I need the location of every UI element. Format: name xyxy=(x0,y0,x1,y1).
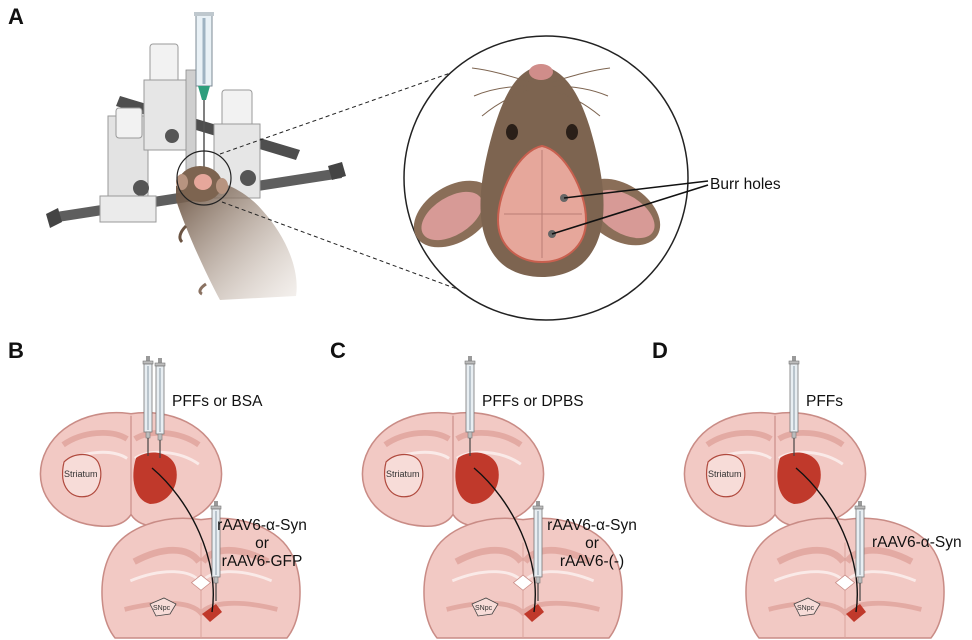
bottom-injection-line1-c: rAAV6-α-Syn xyxy=(547,517,637,534)
burr-holes-label: Burr holes xyxy=(710,176,781,193)
panel-letter-d: D xyxy=(652,338,668,363)
striatum-label-b: Striatum xyxy=(64,469,98,479)
top-injection-label-d: PFFs xyxy=(806,393,843,410)
bottom-injection-line3-b: rAAV6-GFP xyxy=(222,553,303,570)
bottom-injection-line1-b: rAAV6-α-Syn xyxy=(217,517,307,534)
panel-letter-c: C xyxy=(330,338,346,363)
frame-syringe xyxy=(194,12,214,170)
bottom-injection-line3-c: rAAV6-(-) xyxy=(560,553,624,570)
panel-c: C Striatum SNpc PFFs or DPBS rAAV6-α-Syn… xyxy=(330,338,637,638)
snpc-label-c: SNpc xyxy=(475,605,493,612)
zoomed-mouse-head xyxy=(402,36,708,320)
striatum-label-c: Striatum xyxy=(386,469,420,479)
top-injection-label-b: PFFs or BSA xyxy=(172,393,263,410)
snpc-label-d: SNpc xyxy=(797,605,815,612)
panel-a: A xyxy=(8,4,781,320)
top-injection-label-c: PFFs or DPBS xyxy=(482,393,584,410)
panel-letter-b: B xyxy=(8,338,24,363)
bottom-injection-line2-c: or xyxy=(585,535,599,552)
snpc-label-b: SNpc xyxy=(153,605,171,612)
panel-b: B Striatum SNpc PFFs or BSA rAAV6-α-Syn … xyxy=(8,338,307,638)
bottom-injection-line1-d: rAAV6-α-Syn xyxy=(872,534,962,551)
panel-letter-a: A xyxy=(8,4,24,29)
panel-d: D Striatum SNpc PFFs rAAV6-α-Syn xyxy=(652,338,962,638)
bottom-injection-line2-b: or xyxy=(255,535,269,552)
striatum-label-d: Striatum xyxy=(708,469,742,479)
